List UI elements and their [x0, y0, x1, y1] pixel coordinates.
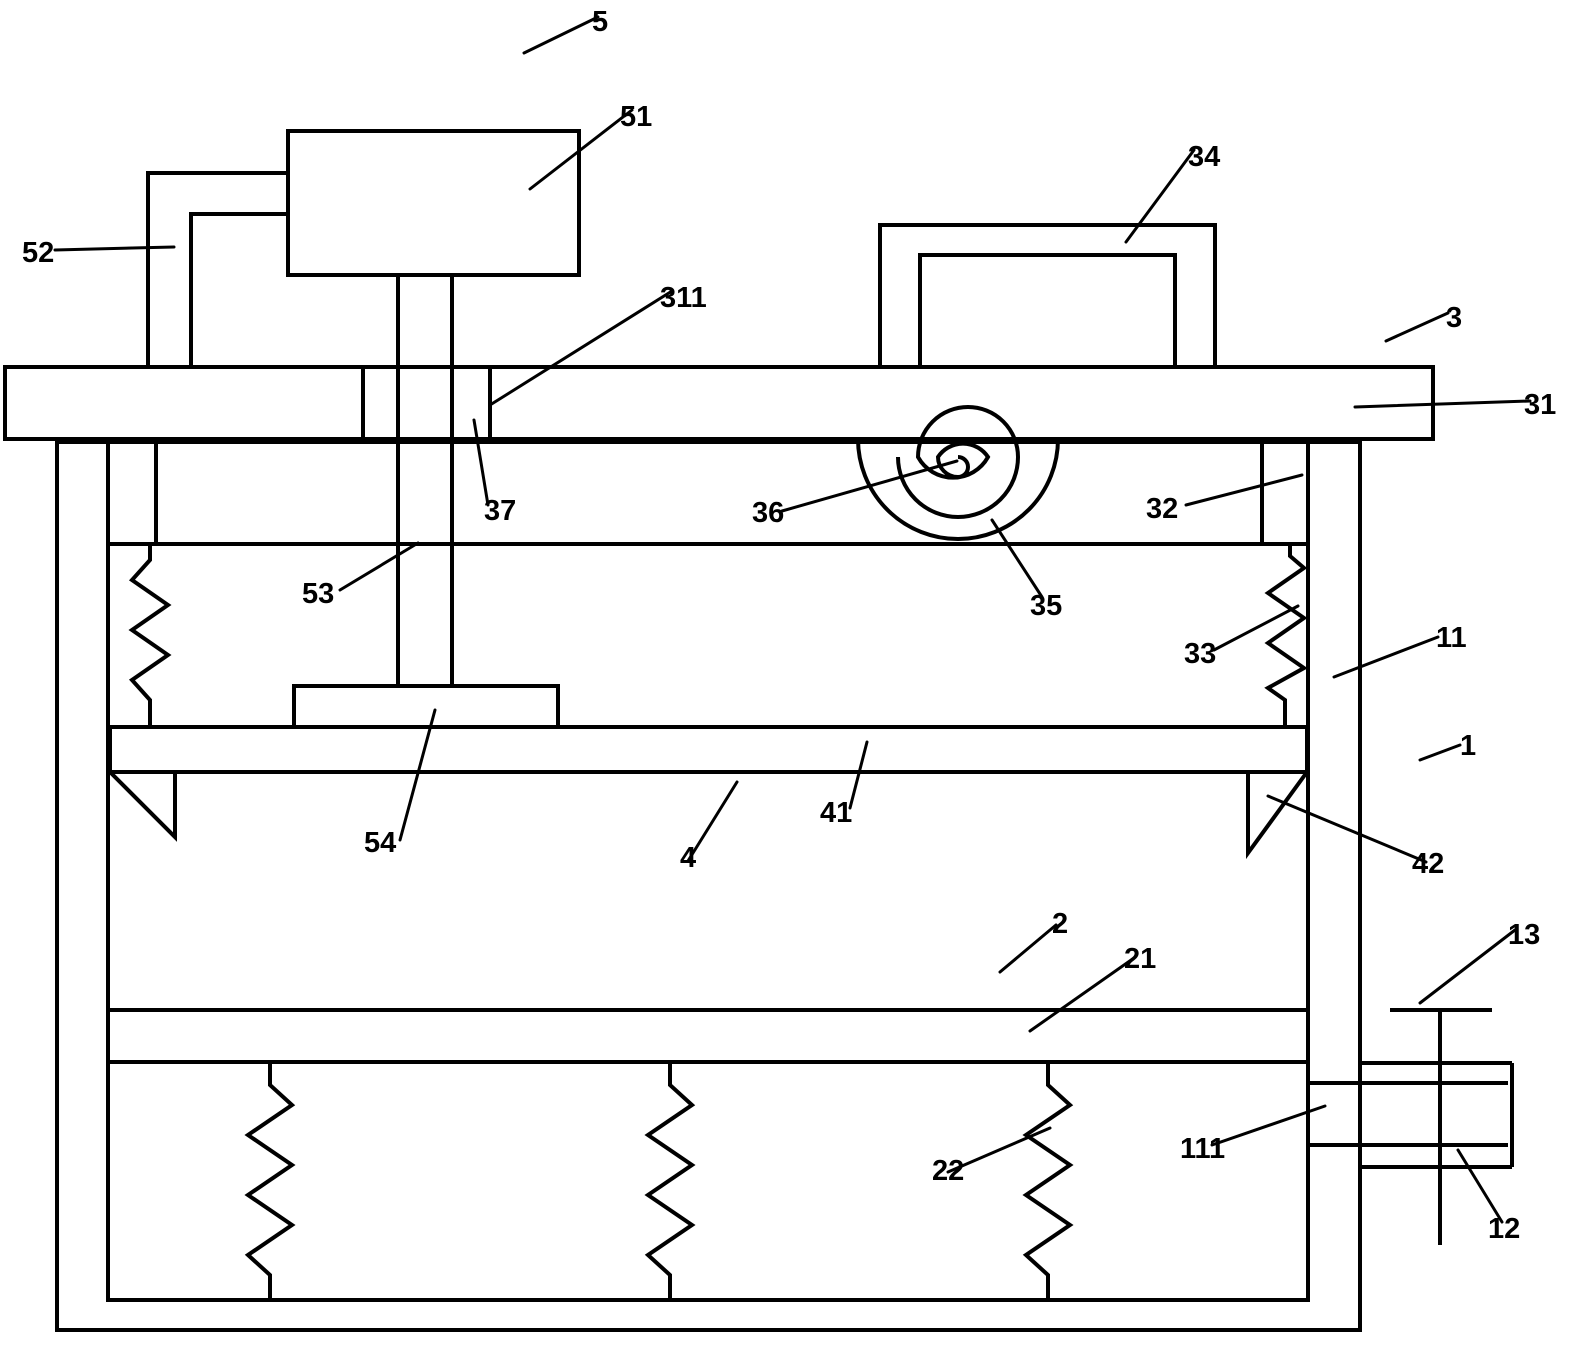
leader-5 [522, 15, 600, 55]
base-box [55, 440, 1362, 1332]
label-13: 13 [1508, 919, 1540, 951]
leader-51 [528, 108, 634, 191]
leader-53 [338, 541, 420, 592]
label-21: 21 [1124, 943, 1156, 975]
label-54: 54 [364, 827, 396, 859]
left-side-spring [128, 544, 172, 727]
label-36: 36 [752, 497, 784, 529]
label-2: 2 [1052, 908, 1068, 940]
outlet-port [1306, 1081, 1362, 1147]
bottom-spring-2 [644, 1062, 696, 1300]
label-51: 51 [620, 101, 652, 133]
coil-spring [896, 405, 1021, 519]
label-42: 42 [1412, 848, 1444, 880]
label-53: 53 [302, 578, 334, 610]
label-111: 111 [1180, 1133, 1225, 1165]
left-guide-post [106, 437, 158, 546]
right-side-spring [1264, 544, 1308, 727]
label-41: 41 [820, 797, 852, 829]
leader-54 [398, 708, 437, 842]
leader-3 [1384, 311, 1450, 343]
label-35: 35 [1030, 590, 1062, 622]
guide-posts [106, 437, 1310, 546]
top-frame-inner [918, 253, 1177, 367]
leader-11 [1332, 635, 1440, 679]
leader-33 [1212, 604, 1300, 652]
press-pad [292, 684, 560, 729]
label-33: 33 [1184, 638, 1216, 670]
leader-22 [946, 1126, 1052, 1174]
top-frame-outer [878, 223, 1217, 367]
label-4: 4 [680, 842, 696, 874]
leader-35 [990, 518, 1044, 599]
leader-111 [1210, 1104, 1327, 1147]
lower-plate [106, 1008, 1310, 1064]
leader-36 [780, 459, 959, 513]
leader-12 [1456, 1148, 1504, 1224]
leader-21 [1028, 956, 1136, 1033]
label-52: 52 [22, 237, 54, 269]
leader-34 [1124, 148, 1196, 244]
label-311: 311 [660, 282, 707, 314]
reference-labels: 5 51 52 34 311 3 31 37 36 32 53 35 33 11… [22, 6, 1556, 1245]
label-22: 22 [932, 1155, 964, 1187]
leader-42 [1266, 794, 1428, 864]
roller [856, 438, 1060, 541]
right-guide-post [1260, 437, 1310, 546]
label-32: 32 [1146, 493, 1178, 525]
middle-plate [108, 725, 1309, 774]
leader-41 [848, 740, 869, 810]
press-unit [146, 129, 581, 729]
leader-1 [1418, 743, 1462, 762]
label-37: 37 [484, 495, 516, 527]
label-31: 31 [1524, 389, 1556, 421]
leader-32 [1184, 473, 1304, 507]
bottom-spring-1 [244, 1062, 296, 1300]
leader-4 [686, 780, 739, 863]
label-12: 12 [1488, 1213, 1520, 1245]
coil-roller [856, 405, 1060, 541]
inner-wall [106, 440, 1310, 1302]
right-blade [1246, 770, 1309, 860]
label-5: 5 [592, 6, 608, 38]
leader-2 [998, 923, 1058, 974]
leader-13 [1418, 928, 1517, 1005]
bottom-spring-3 [1022, 1062, 1074, 1300]
label-34: 34 [1188, 141, 1220, 173]
outlet-assembly [1306, 1008, 1514, 1245]
label-1: 1 [1460, 730, 1476, 762]
top-plate-right [488, 365, 1435, 441]
leader-lines [53, 15, 1532, 1224]
top-plate [3, 365, 1435, 441]
leader-37 [472, 418, 490, 507]
pipe-inner [189, 212, 288, 367]
top-frame [878, 223, 1217, 367]
leader-31 [1353, 399, 1532, 409]
label-3: 3 [1446, 302, 1462, 334]
label-11: 11 [1436, 622, 1467, 654]
motor-box [286, 129, 581, 277]
pipe-outer [146, 171, 288, 367]
leader-52 [53, 245, 176, 252]
top-plate-left [3, 365, 365, 441]
leader-311 [488, 289, 674, 407]
left-blade [108, 770, 177, 842]
